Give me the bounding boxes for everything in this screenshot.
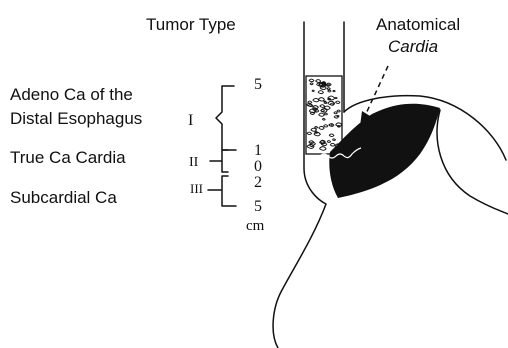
scale-tick-0: 0 [254, 158, 262, 175]
numeral-2: II [189, 155, 199, 170]
scale-brackets [208, 86, 236, 206]
tumor-type-3: Subcardial Ca [10, 188, 117, 207]
numeral-1: I [188, 112, 193, 129]
cardia-tumor [329, 104, 440, 198]
anatomical-label: Anatomical [376, 15, 460, 34]
tumor-type-2: True Ca Cardia [10, 148, 126, 167]
bracket-type-1 [216, 86, 236, 150]
bracket-type-2 [210, 150, 228, 172]
scale-tick-1: 1 [254, 142, 262, 159]
scale-tick-5-top: 5 [254, 76, 262, 93]
scale-unit: cm [246, 218, 265, 234]
scale-tick-2: 2 [254, 174, 262, 191]
cardia-label: Cardia [388, 37, 438, 56]
tumor-type-1-line1: Adeno Ca of the [10, 85, 133, 104]
scale-tick-5-bottom: 5 [254, 198, 262, 215]
numeral-3: III [190, 181, 203, 196]
lesser-curvature [437, 110, 508, 214]
tumor-type-heading: Tumor Type [146, 15, 236, 34]
tumor-type-1-line2: Distal Esophagus [10, 109, 142, 128]
bracket-type-3 [208, 176, 236, 206]
esophagus-left-wall [273, 22, 326, 348]
esophageal-tumor [306, 76, 342, 154]
stomach-outline [273, 22, 508, 348]
